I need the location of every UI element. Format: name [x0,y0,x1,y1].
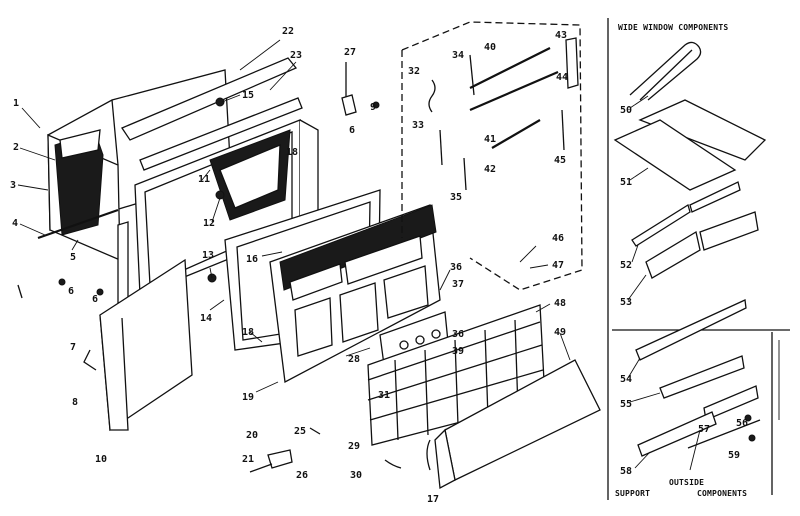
callout-13: 13 [202,250,214,261]
callout-44: 44 [556,72,568,83]
callout-1: 1 [13,98,19,109]
front-grille-frame [269,204,441,384]
callout-54: 54 [620,374,632,385]
callout-21: 21 [242,454,254,465]
front-panel [434,359,601,490]
callout-51: 51 [620,177,632,188]
callout-27: 27 [344,47,356,58]
callout-59: 59 [728,450,740,461]
callout-18b: 18 [242,327,254,338]
callout-17: 17 [427,494,439,505]
callout-8: 8 [72,397,78,408]
callout-30: 30 [350,470,362,481]
callout-36: 36 [450,262,462,273]
callout-29: 29 [348,441,360,452]
callout-14: 14 [200,313,212,324]
callout-25: 25 [294,426,306,437]
callout-40: 40 [484,42,496,53]
callout-56: 56 [736,418,748,429]
leader-lines [17,39,701,471]
callout-7: 7 [70,342,76,353]
top-cover-22 [121,57,298,141]
callout-52: 52 [620,260,632,271]
callout-53: 53 [620,297,632,308]
callout-10: 10 [95,454,107,465]
callout-11: 11 [198,174,210,185]
chassis-frame [134,119,319,296]
side-panel-vertical [117,221,129,304]
callout-46: 46 [552,233,564,244]
wide-window-components-header: WIDE WINDOW COMPONENTS [618,23,728,32]
callout-49: 49 [554,327,566,338]
support-label: SUPPORT [615,489,650,498]
accessory-group [401,21,583,291]
callout-16: 16 [246,254,258,265]
callout-9: 9 [370,102,376,113]
callout-22: 22 [282,26,294,37]
callout-41: 41 [484,134,496,145]
wide-window-parts [613,41,767,457]
callout-39: 39 [452,346,464,357]
callout-36b: 36 [452,329,464,340]
callout-5: 5 [70,252,76,263]
callout-57: 57 [698,424,710,435]
callout-20: 20 [246,430,258,441]
outside-label: OUTSIDE [669,478,704,487]
callout-42: 42 [484,164,496,175]
callout-34: 34 [452,50,464,61]
callout-6b: 6 [92,294,98,305]
callout-31: 31 [378,390,390,401]
callout-labels: 1 2 3 4 5 6 6 6 7 8 9 10 11 12 13 14 15 … [10,26,748,505]
callout-3: 3 [10,180,16,191]
callout-58: 58 [620,466,632,477]
callout-23: 23 [290,50,302,61]
callout-12: 12 [203,218,215,229]
callout-50: 50 [620,105,632,116]
callout-28: 28 [348,354,360,365]
callout-26: 26 [296,470,308,481]
callout-43: 43 [555,30,567,41]
callout-45: 45 [554,155,566,166]
callout-6c: 6 [349,125,355,136]
callout-33: 33 [412,120,424,131]
base-pan-10 [99,258,193,432]
insulation-panel [54,129,104,236]
callout-18: 18 [286,147,298,158]
callout-4: 4 [12,218,18,229]
callout-35: 35 [450,192,462,203]
callout-32: 32 [408,66,420,77]
callout-15: 15 [242,90,254,101]
flange-rod [37,208,119,240]
wide-window-panel-frame [607,18,790,500]
callout-48: 48 [554,298,566,309]
components-label: COMPONENTS [697,489,747,498]
callout-2: 2 [13,142,19,153]
callout-6: 6 [68,286,74,297]
callout-37: 37 [452,279,464,290]
small-hardware [17,62,431,473]
callout-47: 47 [552,260,564,271]
callout-19: 19 [242,392,254,403]
callout-55: 55 [620,399,632,410]
top-rail-23 [139,97,303,171]
